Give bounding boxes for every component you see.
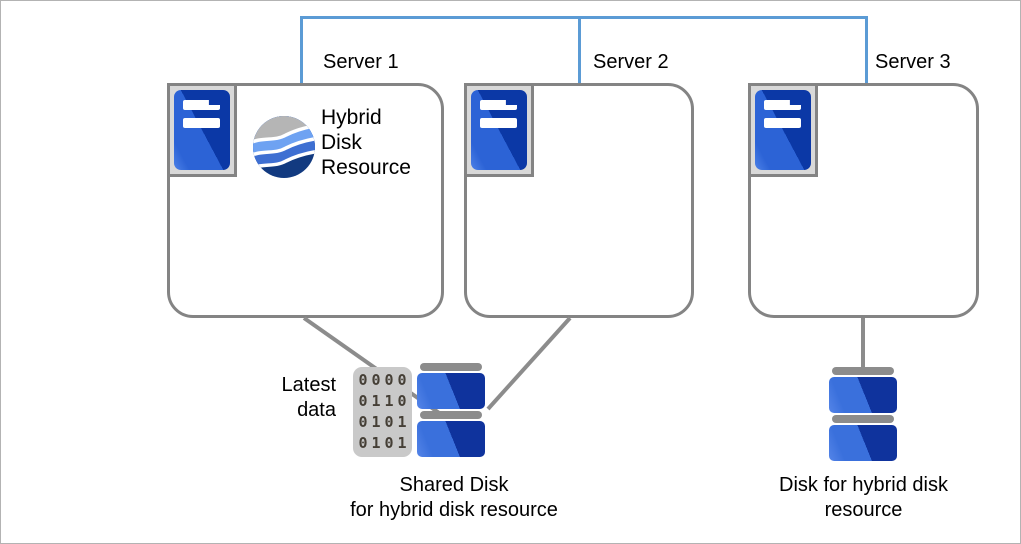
interconnect-drop-server1 <box>300 16 303 83</box>
binary-row: 0000 <box>358 371 411 389</box>
server-slot-icon <box>183 100 220 110</box>
server2-icon <box>464 83 534 177</box>
disk-cap <box>832 367 894 375</box>
server1-label: Server 1 <box>323 51 399 73</box>
binary-row: 0101 <box>358 413 411 431</box>
server-tower-icon <box>755 90 811 170</box>
hybrid-disk-resource-label: Hybrid Disk Resource <box>321 105 411 180</box>
disk-platter <box>829 377 897 413</box>
server-tower-icon <box>174 90 230 170</box>
interconnect-drop-server2 <box>578 16 581 83</box>
binary-row: 0101 <box>358 434 411 452</box>
server2-box <box>464 83 694 318</box>
hybrid-disk-caption: Disk for hybrid disk resource <box>748 473 979 523</box>
hybrid-label-line1: Hybrid <box>321 106 382 129</box>
server2-label: Server 2 <box>593 51 669 73</box>
disk-platter <box>417 373 485 409</box>
latest-data-line2: data <box>297 399 336 421</box>
disk-cap <box>420 363 482 371</box>
interconnect-drop-server3 <box>865 16 868 83</box>
binary-row: 0110 <box>358 392 411 410</box>
hybrid-disk-resource-icon <box>253 116 315 178</box>
hybrid-label-line2: Disk <box>321 131 362 154</box>
server-slot-icon <box>183 118 220 128</box>
server1-icon <box>167 83 237 177</box>
server-slot-icon <box>764 118 801 128</box>
server-slot-icon <box>480 100 517 110</box>
hybrid-label-line3: Resource <box>321 156 411 179</box>
shared-disk-caption-line2: for hybrid disk resource <box>350 499 558 521</box>
hybrid-disk-caption-line2: resource <box>824 499 903 521</box>
disk-cap <box>420 411 482 419</box>
latest-data-line1: Latest <box>281 374 336 396</box>
disk-platter <box>417 421 485 457</box>
shared-disk-icon <box>417 363 485 459</box>
server-tower-icon <box>471 90 527 170</box>
server3-icon <box>748 83 818 177</box>
hybrid-disk-icon <box>829 367 897 463</box>
server-slot-icon <box>480 118 517 128</box>
server-slot-icon <box>764 100 801 110</box>
disk-platter <box>829 425 897 461</box>
hybrid-disk-caption-line1: Disk for hybrid disk <box>779 474 948 496</box>
interconnect-horizontal-line <box>300 16 868 19</box>
shared-disk-caption-line1: Shared Disk <box>399 474 509 496</box>
binary-data-icon: 0000 0110 0101 0101 <box>353 367 412 457</box>
disk-cap <box>832 415 894 423</box>
latest-data-label: Latest data <box>249 373 336 423</box>
shared-disk-caption: Shared Disk for hybrid disk resource <box>304 473 604 523</box>
server2-to-shared-disk-line <box>486 316 572 411</box>
server3-label: Server 3 <box>875 51 951 73</box>
